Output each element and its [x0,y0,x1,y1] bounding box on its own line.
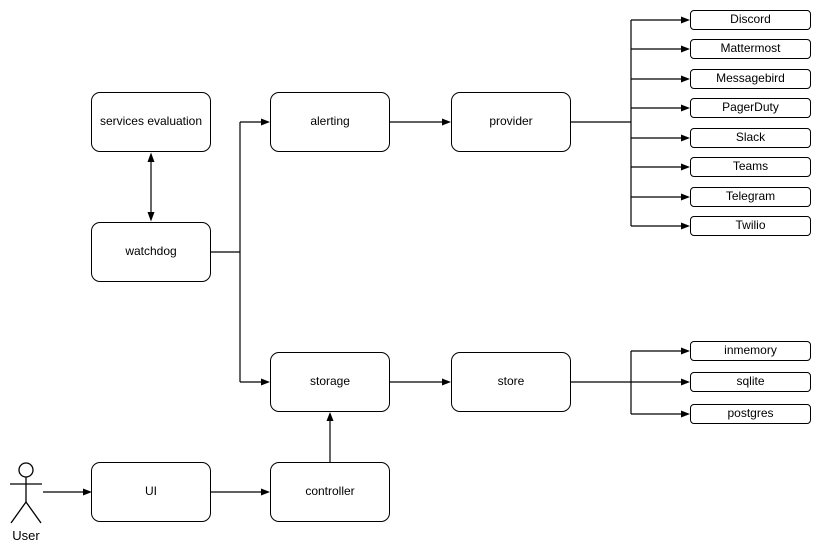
edge-store-postgres [631,410,690,418]
edge-ui-controller [211,488,270,496]
node-watchdog: watchdog [91,222,211,282]
user-label: User [12,528,40,543]
edge-services-evaluation-watchdog [147,152,155,222]
edge-watchdog-trunk [211,122,241,382]
edge-storage-store [390,378,451,386]
node-telegram: Telegram [690,187,811,207]
node-sqlite: sqlite [690,372,811,392]
node-inmemory: inmemory [690,341,811,361]
node-mattermost: Mattermost [690,39,811,59]
node-provider: provider [451,92,571,152]
edge-provider-messagebird [631,75,690,83]
edge-user-ui [43,488,92,496]
edge-controller-storage [326,412,334,462]
edge-watchdog-alerting [240,118,270,126]
edge-provider-mattermost [631,45,690,53]
node-storage: storage [270,352,390,412]
edge-store-fanout-trunk [571,351,632,414]
node-services-evaluation: services evaluation [91,92,211,152]
edge-store-inmemory [631,347,690,355]
node-pagerduty: PagerDuty [690,98,811,118]
edge-provider-pagerduty [631,104,690,112]
node-postgres: postgres [690,404,811,424]
edge-provider-discord [631,16,690,24]
edge-alerting-provider [390,118,451,126]
node-messagebird: Messagebird [690,69,811,89]
edge-provider-twilio [631,222,690,230]
user-actor-icon [10,462,42,524]
node-alerting: alerting [270,92,390,152]
edge-watchdog-storage [240,378,270,386]
edge-store-sqlite [631,378,690,386]
node-discord: Discord [690,10,811,30]
edge-provider-teams [631,163,690,171]
node-slack: Slack [690,128,811,148]
node-twilio: Twilio [690,216,811,236]
node-teams: Teams [690,157,811,177]
edge-provider-slack [631,134,690,142]
edge-provider-telegram [631,193,690,201]
node-store: store [451,352,571,412]
node-ui: UI [91,462,211,522]
edge-provider-fanout-trunk [571,20,632,226]
node-controller: controller [270,462,390,522]
